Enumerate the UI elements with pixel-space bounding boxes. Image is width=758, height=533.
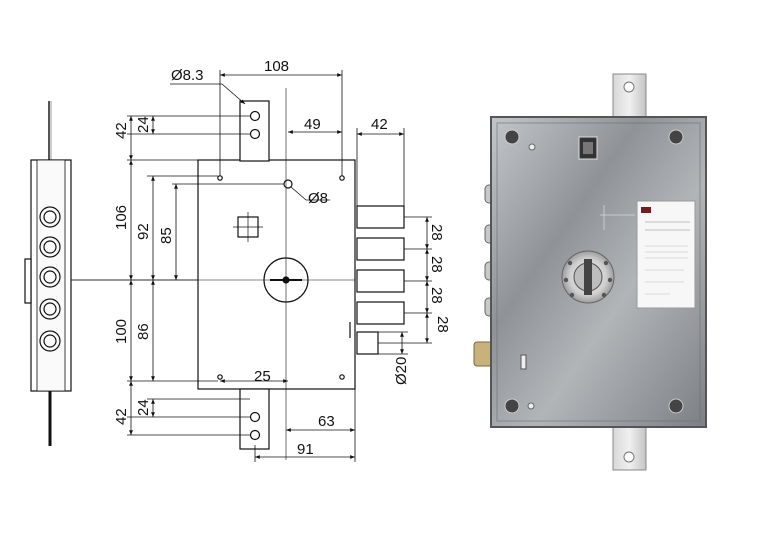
side-bolt-hole [39,298,61,320]
top-plate-hole [249,110,261,122]
photo-label-sticker [636,200,696,309]
dim-upper-height: 106 [113,205,130,230]
bottom-plate-hole [249,411,261,423]
dim-bolt-depth: 42 [371,116,388,133]
bolt [356,205,405,229]
photo-latch [473,341,493,367]
front-view [72,88,405,460]
photo-top-plate [612,73,647,123]
dim-bolt-pitch-2: 28 [428,256,445,273]
dim-upper-spindle-height: 85 [158,227,175,244]
bolt [356,301,405,325]
top-plate-hole [249,128,261,140]
dim-spindle-diameter: Ø8 [308,190,328,207]
dim-lower-hole-height: 86 [135,323,152,340]
dim-bolt-pitch-1: 28 [428,224,445,241]
dimension-labels: Ø8.3 108 49 42 Ø8 25 63 91 42 24 106 92 … [113,58,451,458]
side-bolt-hole [39,266,61,288]
dim-lower-hole-offset: 25 [254,368,271,385]
latch [356,331,379,355]
dim-cylinder-diameter: Ø20 [393,357,410,385]
dim-hole-diameter: Ø8.3 [171,67,204,84]
lock-case [197,159,356,390]
dim-top-plate-height: 42 [113,122,130,139]
photo-screws [504,129,684,414]
dim-upper-hole-height: 92 [135,223,152,240]
side-bolt-hole [39,330,61,352]
square-spindle-icon [233,212,263,242]
dim-bolt-offset: 49 [304,116,321,133]
dim-bolt-pitch-3: 28 [428,287,445,304]
bottom-plate-hole [249,429,261,441]
dim-bolt-pitch-4: 28 [434,316,451,333]
dim-cylinder-offset: 63 [318,413,335,430]
bolts [349,205,405,355]
fixing-hole [339,374,345,380]
dim-top-width: 108 [264,58,289,75]
dim-lower-height: 100 [113,319,130,344]
top-mounting-plate [239,100,270,162]
dimension-lines [127,70,432,462]
dim-bottom-plate-hole: 24 [135,399,152,416]
side-bolt-hole [39,236,61,258]
photo-cylinder-icon [561,250,615,304]
side-view [24,101,200,446]
bolt [356,269,405,293]
dim-bottom-plate-height: 42 [113,408,130,425]
bolt [356,237,405,261]
side-tab [24,258,32,304]
lock-photo [473,73,707,471]
dim-bottom-width: 91 [297,441,314,458]
dim-top-plate-hole: 24 [135,116,152,133]
photo-bottom-plate [612,423,647,471]
side-bolt-hole [39,206,61,228]
